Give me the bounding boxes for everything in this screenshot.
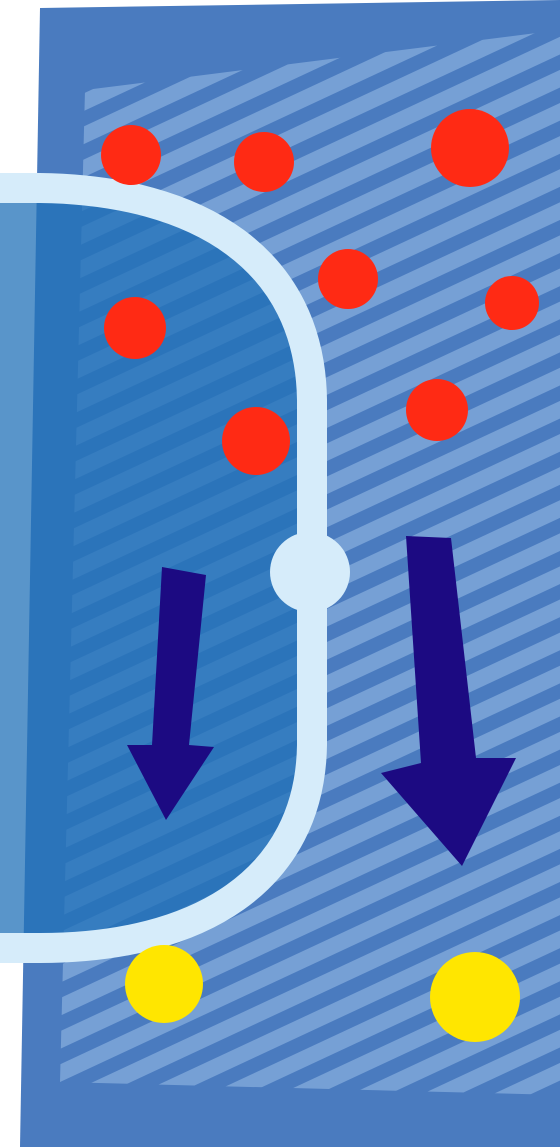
downward-arrows	[127, 536, 516, 866]
red-particle	[104, 297, 166, 359]
yellow-particles	[125, 945, 520, 1042]
membrane-pore	[270, 532, 350, 612]
red-particle	[222, 407, 290, 475]
yellow-particle	[125, 945, 203, 1023]
red-particle	[234, 132, 294, 192]
red-particle	[431, 109, 509, 187]
yellow-particle	[430, 952, 520, 1042]
red-particle	[406, 379, 468, 441]
cell-compartment	[0, 188, 312, 948]
red-particle	[101, 125, 161, 185]
red-particles	[101, 109, 539, 475]
red-particle	[318, 249, 378, 309]
arrow-down-small-icon	[127, 567, 214, 820]
arrow-down-large-icon	[381, 536, 516, 866]
red-particle	[485, 276, 539, 330]
